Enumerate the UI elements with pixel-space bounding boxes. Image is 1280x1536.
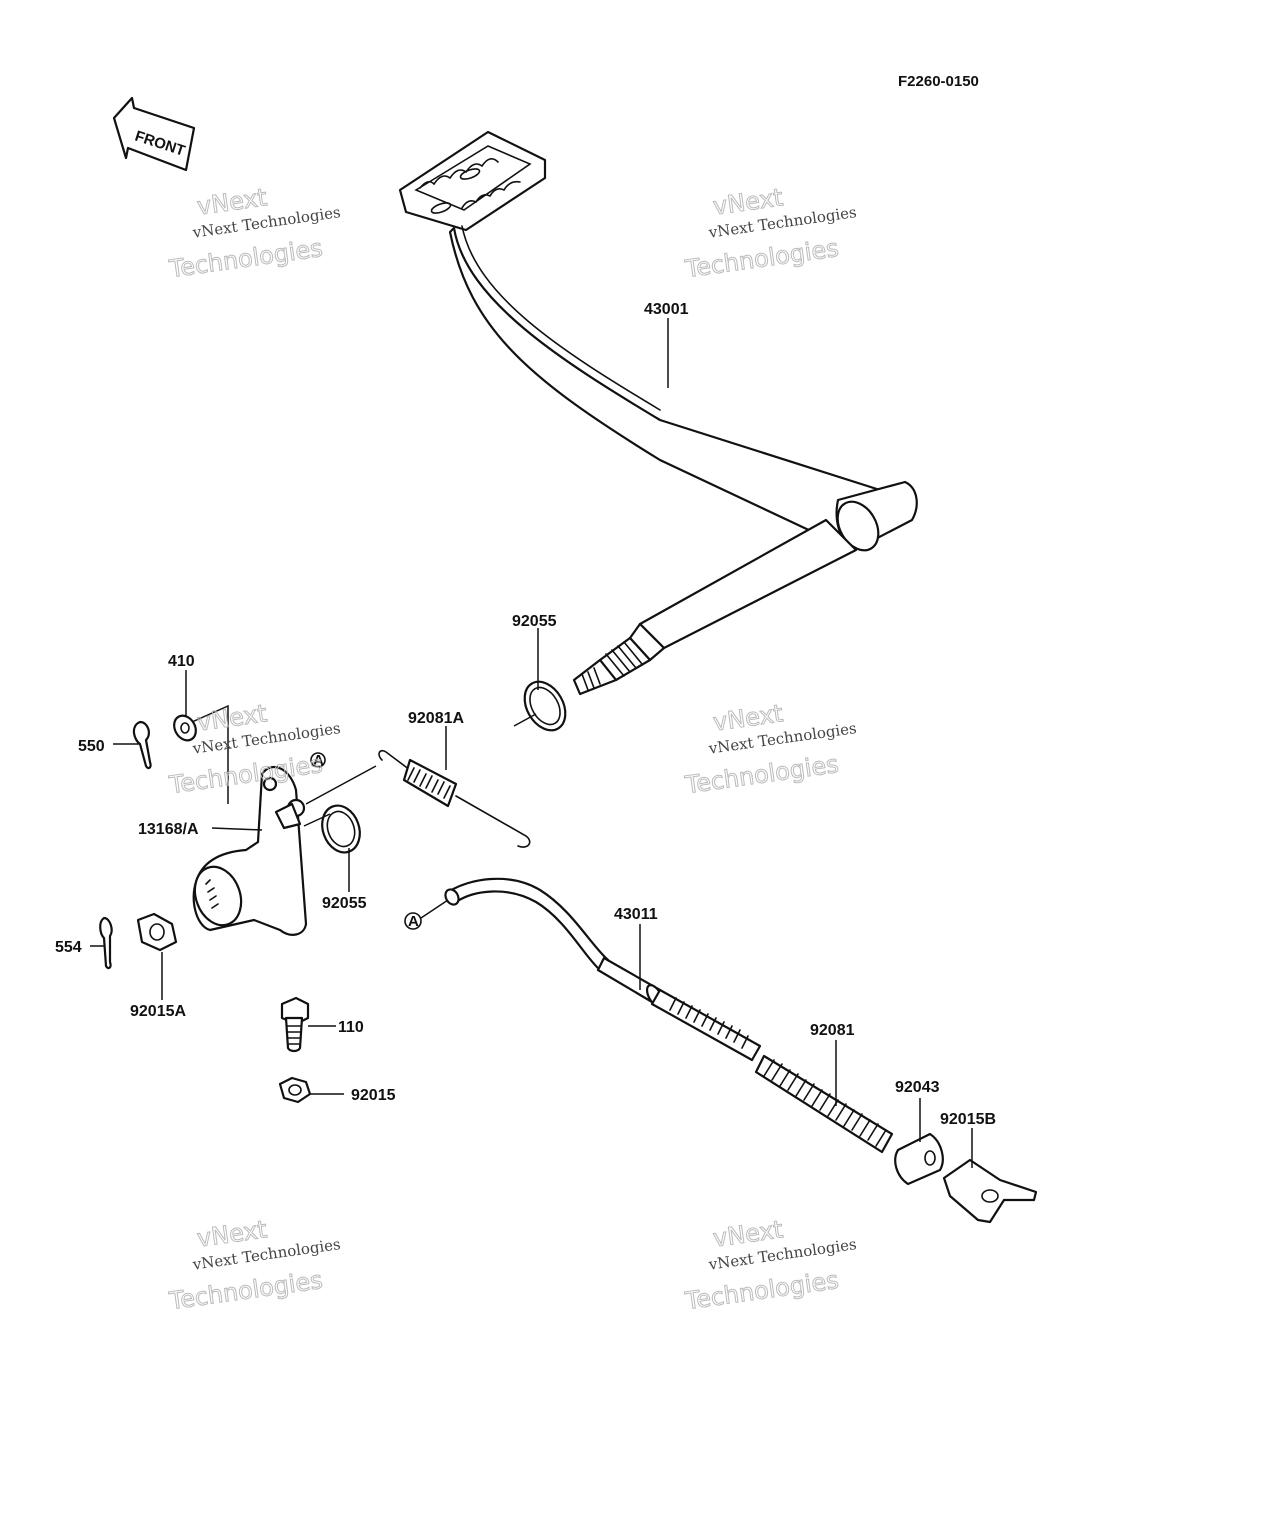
label-410: 410: [168, 653, 195, 670]
leader-lines: [90, 318, 973, 1168]
watermark-3: vNext vNext Technologies Technologies: [166, 699, 341, 800]
callout-a-lever: A: [310, 752, 326, 769]
watermark-2: vNext vNext Technologies Technologies: [682, 183, 857, 284]
washer-410: [173, 714, 197, 742]
diagram-code: F2260-0150: [898, 73, 979, 90]
nut-92015: [278, 1076, 312, 1104]
label-92055-top: 92055: [512, 613, 557, 630]
spring-92081A: [378, 749, 531, 848]
watermark-line3: Technologies: [683, 234, 841, 283]
watermark-6: vNext vNext Technologies Technologies: [682, 1215, 857, 1316]
label-92015A: 92015A: [130, 1003, 186, 1020]
wing-nut-92015B: [942, 1158, 1038, 1224]
label-92055-mid: 92055: [322, 895, 367, 912]
bolt-110: [280, 996, 310, 1053]
label-92015B: 92015B: [940, 1111, 996, 1128]
label-13168A: 13168/A: [138, 821, 199, 838]
label-92015: 92015: [351, 1087, 396, 1104]
watermark-line3: Technologies: [167, 234, 325, 283]
brake-pedal-43001: [398, 130, 918, 696]
label-43011: 43011: [614, 906, 658, 923]
label-43001: 43001: [644, 301, 689, 318]
callout-a-rod: A: [404, 912, 422, 930]
watermark-line3: Technologies: [683, 750, 841, 799]
label-92081A: 92081A: [408, 710, 464, 727]
watermark-line3: Technologies: [167, 750, 325, 799]
watermark-1: vNext vNext Technologies Technologies: [166, 183, 341, 284]
watermark-line3: Technologies: [167, 1266, 325, 1315]
watermark-line3: Technologies: [683, 1266, 841, 1315]
watermark-5: vNext vNext Technologies Technologies: [166, 1215, 341, 1316]
nut-92015A: [136, 912, 178, 952]
label-92081: 92081: [810, 1022, 855, 1039]
cotter-pin-554: [99, 916, 113, 970]
brake-rod-43011: [444, 877, 762, 1062]
front-arrow-icon: FRONT: [112, 96, 196, 172]
label-110: 110: [338, 1019, 364, 1036]
label-550: 550: [78, 738, 105, 755]
cotter-pin-550: [132, 720, 152, 770]
spring-92081: [754, 1054, 894, 1154]
callout-a-text-2: A: [408, 913, 419, 930]
o-ring-92055-top: [523, 680, 567, 732]
callout-a-text-1: A: [313, 752, 324, 769]
collar-92043: [894, 1132, 944, 1186]
label-92043: 92043: [895, 1079, 940, 1096]
watermark-4: vNext vNext Technologies Technologies: [682, 699, 857, 800]
o-ring-92055-mid: [321, 804, 361, 854]
label-554: 554: [55, 939, 82, 956]
brake-lever-13168A: [192, 766, 308, 936]
